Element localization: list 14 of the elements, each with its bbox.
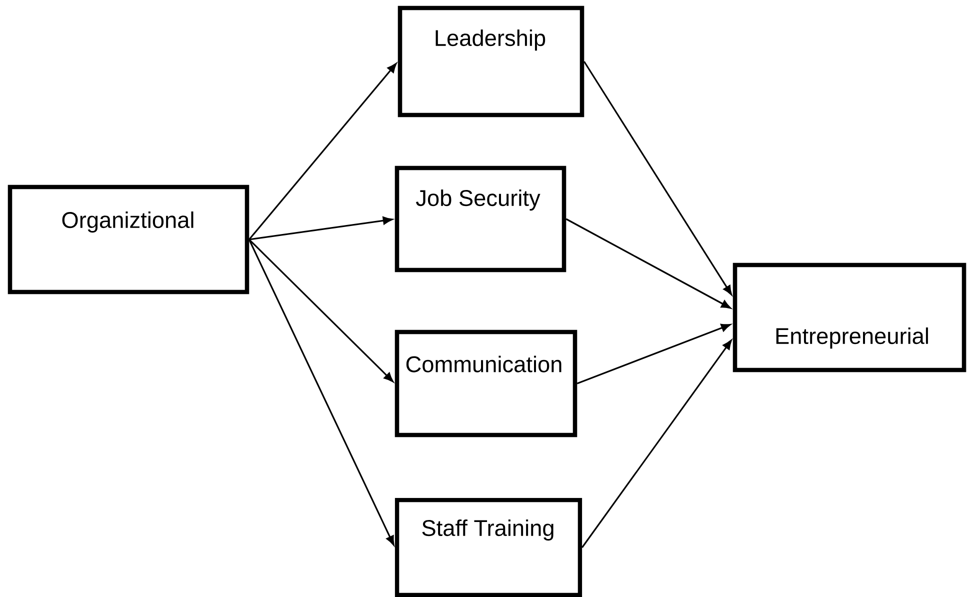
arrow	[566, 218, 731, 309]
arrow	[248, 63, 397, 240]
arrow	[249, 216, 393, 240]
box: Leadership	[398, 6, 584, 118]
box: Job Security	[394, 166, 566, 272]
box: Communication	[394, 330, 578, 438]
arrow	[248, 238, 394, 382]
arrow	[583, 61, 732, 296]
arrow	[582, 340, 732, 548]
box: Staff Training	[394, 498, 582, 597]
arrow	[248, 239, 394, 546]
arrow	[576, 324, 731, 384]
box: Entrepreneurial	[732, 262, 966, 372]
box: Organiztional	[8, 184, 250, 294]
